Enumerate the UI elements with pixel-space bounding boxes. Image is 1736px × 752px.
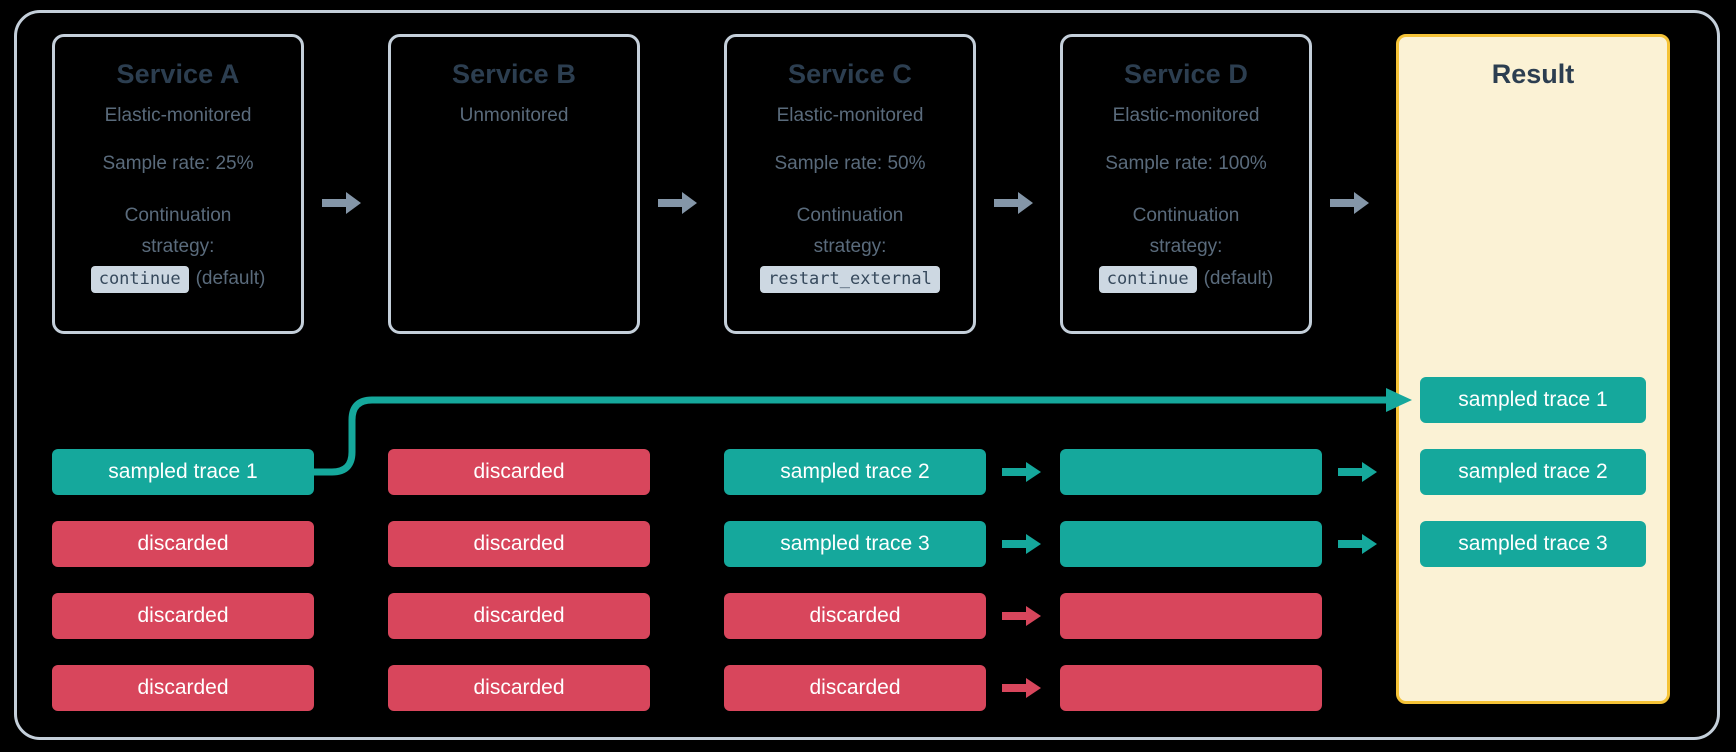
service-strategy-label-line1: Continuation <box>1132 205 1240 226</box>
service-monitoring-status: Elastic-monitored <box>104 105 252 126</box>
flow-arrow-c2-to-d2 <box>1002 533 1042 555</box>
service-card-b: Service B Unmonitored <box>388 34 640 334</box>
flow-arrow-d2-to-result3 <box>1338 533 1378 555</box>
strategy-default-note: (default) <box>1203 267 1274 289</box>
trace-box-a-3: discarded <box>52 593 314 639</box>
service-title: Service A <box>116 59 240 89</box>
service-title: Service B <box>452 59 576 89</box>
service-card-d: Service D Elastic-monitored Sample rate:… <box>1060 34 1312 334</box>
trace-box-d-3 <box>1060 593 1322 639</box>
trace-box-c-3: discarded <box>724 593 986 639</box>
service-strategy-label-line1: Continuation <box>796 205 904 226</box>
service-strategy-value-row: continue (default) <box>1098 265 1274 293</box>
strategy-code-badge: continue <box>90 265 189 293</box>
trace-box-a-4: discarded <box>52 665 314 711</box>
trace-box-a-1: sampled trace 1 <box>52 449 314 495</box>
service-monitoring-status: Elastic-monitored <box>1112 105 1260 126</box>
result-box-2: sampled trace 2 <box>1420 449 1646 495</box>
service-sample-rate: Sample rate: 50% <box>774 153 926 174</box>
service-strategy-label-line2: strategy: <box>141 236 215 258</box>
service-title: Service D <box>1124 59 1248 89</box>
service-monitoring-status: Elastic-monitored <box>776 105 924 126</box>
service-strategy-label-line2: strategy: <box>1149 236 1223 258</box>
pipeline-arrow-d-to-result <box>1330 190 1370 216</box>
service-strategy-value-row: continue (default) <box>90 265 266 293</box>
trace-box-c-2: sampled trace 3 <box>724 521 986 567</box>
service-card-c: Service C Elastic-monitored Sample rate:… <box>724 34 976 334</box>
trace-box-d-1 <box>1060 449 1322 495</box>
flow-arrow-c3-to-d3 <box>1002 605 1042 627</box>
trace-box-b-4: discarded <box>388 665 650 711</box>
result-panel-title: Result <box>1491 59 1575 89</box>
trace-box-b-2: discarded <box>388 521 650 567</box>
flow-arrow-c1-to-d1 <box>1002 461 1042 483</box>
pipeline-arrow-b-to-c <box>658 190 698 216</box>
service-sample-rate: Sample rate: 100% <box>1105 153 1267 174</box>
service-sample-rate: Sample rate: 25% <box>102 153 254 174</box>
trace-box-a-2: discarded <box>52 521 314 567</box>
trace-box-d-2 <box>1060 521 1322 567</box>
service-strategy-label-line1: Continuation <box>124 205 232 226</box>
trace-box-b-3: discarded <box>388 593 650 639</box>
service-card-a: Service A Elastic-monitored Sample rate:… <box>52 34 304 334</box>
result-box-1: sampled trace 1 <box>1420 377 1646 423</box>
pipeline-arrow-a-to-b <box>322 190 362 216</box>
flow-arrow-d1-to-result2 <box>1338 461 1378 483</box>
service-title: Service C <box>788 59 912 89</box>
service-strategy-value-row: restart_external <box>760 265 940 293</box>
trace-box-b-1: discarded <box>388 449 650 495</box>
trace-box-d-4 <box>1060 665 1322 711</box>
pipeline-arrow-c-to-d <box>994 190 1034 216</box>
trace-box-c-4: discarded <box>724 665 986 711</box>
service-strategy-label-line2: strategy: <box>813 236 887 258</box>
service-monitoring-status: Unmonitored <box>459 105 569 126</box>
flow-arrow-c4-to-d4 <box>1002 677 1042 699</box>
trace-box-c-1: sampled trace 2 <box>724 449 986 495</box>
strategy-code-badge: continue <box>1098 265 1197 293</box>
result-panel: Result <box>1396 34 1670 704</box>
strategy-code-badge: restart_external <box>760 265 940 293</box>
strategy-default-note: (default) <box>195 267 266 289</box>
result-box-3: sampled trace 3 <box>1420 521 1646 567</box>
